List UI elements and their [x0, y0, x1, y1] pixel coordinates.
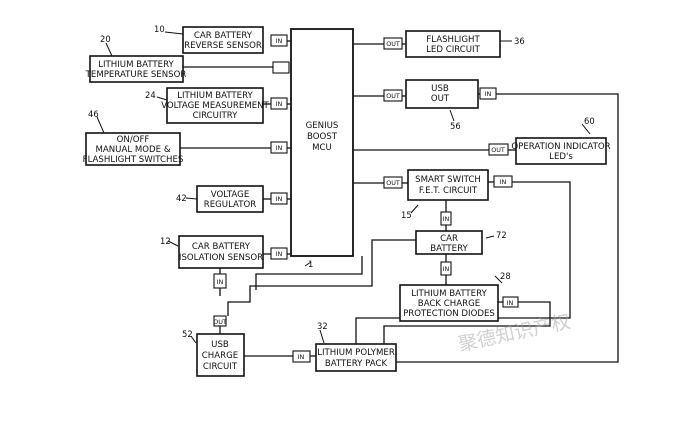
- switches-label-line-2: MANUAL MODE &: [95, 145, 170, 155]
- indicator-label-line-1: OPERATION INDICATOR: [511, 142, 610, 152]
- car-battery-isolation-sensor-block: CAR BATTERY ISOLATION SENSOR IN IN 12: [160, 235, 288, 289]
- voltage-regulator-block: VOLTAGE REGULATOR IN 42: [176, 185, 288, 213]
- isolation-port-in-bottom: IN: [217, 278, 224, 286]
- reverse-sensor-label-line-1: CAR BATTERY: [194, 31, 253, 41]
- isolation-port-in-right: IN: [276, 250, 283, 258]
- smart-switch-label-line-2: F.E.T. CIRCUIT: [419, 186, 478, 196]
- reverse-sensor-label-line-2: REVERSE SENSOR: [184, 41, 262, 51]
- usb-charge-label-line-1: USB: [211, 340, 229, 350]
- usb-out-label-line-1: USB: [431, 84, 449, 94]
- li-pack-port-in: IN: [298, 353, 305, 361]
- usb-out-port-out: OUT: [386, 92, 400, 100]
- temp-sensor-ref-number: 20: [100, 34, 111, 44]
- voltage-measure-ref-number: 24: [145, 90, 156, 100]
- wiring: [96, 31, 619, 363]
- indicator-port-out: OUT: [491, 146, 505, 154]
- li-pack-label-line-1: LITHIUM POLYMER: [317, 348, 395, 358]
- backcharge-port-in-right: IN: [507, 299, 514, 307]
- operation-indicator-leds-block: OPERATION INDICATOR LED's OUT 60: [488, 116, 611, 165]
- flashlight-label-line-1: FLASHLIGHT: [426, 35, 480, 45]
- voltage-measure-port-in: IN: [276, 100, 283, 108]
- backcharge-ref-number: 28: [500, 271, 511, 281]
- regulator-port-in: IN: [276, 195, 283, 203]
- usb-out-ref-number: 56: [450, 121, 461, 131]
- indicator-label-line-2: LED's: [549, 152, 573, 162]
- mcu-ref-number: 1: [308, 259, 313, 269]
- isolation-label-line-2: ISOLATION SENSOR: [179, 253, 263, 263]
- usb-out-label-line-2: OUT: [431, 94, 450, 104]
- flashlight-ref-number: 36: [514, 36, 525, 46]
- li-pack-label-line-2: BATTERY PACK: [325, 359, 388, 369]
- usb-charge-ref-number: 52: [182, 329, 193, 339]
- car-battery-label-line-1: CAR: [440, 234, 458, 244]
- flashlight-label-line-2: LED CIRCUIT: [426, 45, 480, 55]
- mcu-label-line-2: BOOST: [307, 132, 338, 142]
- mcu-label-line-1: GENIUS: [306, 121, 339, 131]
- backcharge-port-in-top: IN: [443, 265, 450, 273]
- lithium-battery-voltage-measurement-block: LITHIUM BATTERY VOLTAGE MEASUREMENT CIRC…: [145, 87, 288, 124]
- backcharge-label-line-2: BACK CHARGE: [418, 299, 480, 309]
- voltage-measure-label-line-2: VOLTAGE MEASUREMENT: [161, 101, 269, 111]
- temp-sensor-label-line-2: TEMPERATURE SENSOR: [85, 70, 187, 80]
- voltage-measure-label-line-1: LITHIUM BATTERY: [177, 91, 253, 101]
- reverse-sensor-ref-number: 10: [154, 24, 165, 34]
- smart-switch-port-out: OUT: [386, 179, 400, 187]
- usb-charge-circuit-block: USB CHARGE CIRCUIT OUT 52: [182, 315, 245, 377]
- smart-switch-ref-number: 15: [401, 210, 412, 220]
- genius-boost-mcu-block: GENIUS BOOST MCU 1: [290, 28, 354, 269]
- flashlight-port-out: OUT: [386, 40, 400, 48]
- smart-switch-label-line-1: SMART SWITCH: [415, 175, 481, 185]
- backcharge-label-line-1: LITHIUM BATTERY: [411, 289, 487, 299]
- switches-label-line-3: FLASHLIGHT SWITCHES: [83, 155, 184, 165]
- regulator-label-line-1: VOLTAGE: [211, 190, 250, 200]
- switches-ref-number: 46: [88, 109, 99, 119]
- li-pack-ref-number: 32: [317, 321, 328, 331]
- isolation-ref-number: 12: [160, 236, 171, 246]
- temp-sensor-label-line-1: LITHIUM BATTERY: [98, 60, 174, 70]
- mcu-label-line-3: MCU: [312, 143, 332, 153]
- car-battery-port-in: IN: [443, 215, 450, 223]
- indicator-ref-number: 60: [584, 116, 595, 126]
- lithium-battery-back-charge-protection-diodes-block: LITHIUM BATTERY BACK CHARGE PROTECTION D…: [399, 261, 519, 322]
- usb-charge-label-line-2: CHARGE: [202, 351, 238, 361]
- usb-out-block: USB OUT OUT IN 56: [383, 79, 497, 131]
- lithium-battery-temperature-sensor-block: LITHIUM BATTERY TEMPERATURE SENSOR 20: [85, 34, 290, 83]
- switches-port-in: IN: [276, 144, 283, 152]
- voltage-measure-label-line-3: CIRCUITRY: [193, 111, 239, 121]
- lithium-polymer-battery-pack-block: LITHIUM POLYMER BATTERY PACK IN 32: [292, 321, 397, 372]
- car-battery-ref-number: 72: [496, 230, 507, 240]
- car-battery-block: CAR BATTERY IN 72: [415, 211, 507, 255]
- car-battery-reverse-sensor-block: CAR BATTERY REVERSE SENSOR IN 10: [154, 24, 288, 54]
- smart-switch-fet-circuit-block: SMART SWITCH F.E.T. CIRCUIT OUT IN 15: [383, 169, 513, 220]
- isolation-label-line-1: CAR BATTERY: [192, 242, 251, 252]
- usb-out-port-in: IN: [485, 90, 492, 98]
- switches-label-line-1: ON/OFF: [117, 135, 150, 145]
- on-off-manual-flashlight-switches-block: ON/OFF MANUAL MODE & FLASHLIGHT SWITCHES…: [83, 109, 288, 166]
- usb-charge-port-out: OUT: [213, 318, 227, 326]
- car-battery-label-line-2: BATTERY: [430, 244, 468, 254]
- flashlight-led-circuit-block: FLASHLIGHT LED CIRCUIT OUT 36: [383, 30, 525, 58]
- reverse-sensor-port-in: IN: [276, 37, 283, 45]
- backcharge-label-line-3: PROTECTION DIODES: [403, 309, 495, 319]
- usb-charge-label-line-3: CIRCUIT: [203, 362, 238, 372]
- smart-switch-port-in: IN: [500, 178, 507, 186]
- regulator-ref-number: 42: [176, 193, 187, 203]
- regulator-label-line-2: REGULATOR: [204, 200, 257, 210]
